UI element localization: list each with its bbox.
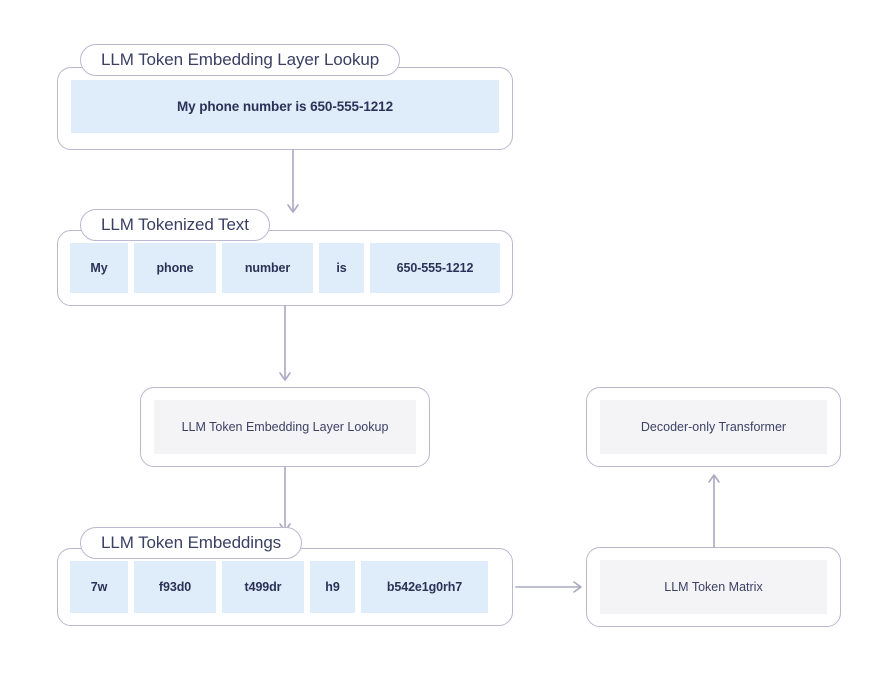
connector-embeddings-to-matrix: [515, 581, 582, 593]
token-chip[interactable]: 650-555-1212: [370, 243, 500, 293]
token-chip[interactable]: is: [319, 243, 364, 293]
token-chip[interactable]: number: [222, 243, 313, 293]
embedding-chip[interactable]: h9: [310, 561, 355, 613]
group-label-input-text: LLM Token Embedding Layer Lookup: [80, 44, 401, 76]
llm-token-matrix-label: LLM Token Matrix: [664, 580, 763, 594]
chip-row-tokenized-text: My phone number is 650-555-1212: [70, 243, 500, 293]
panel-decoder-only-transformer: Decoder-only Transformer: [600, 400, 827, 454]
input-text-value: My phone number is 650-555-1212: [177, 99, 393, 114]
embedding-lookup-label: LLM Token Embedding Layer Lookup: [181, 420, 389, 434]
chip-row-token-embeddings: 7w f93d0 t499dr h9 b542e1g0rh7: [70, 561, 500, 613]
panel-llm-token-matrix: LLM Token Matrix: [600, 560, 827, 614]
connector-input-to-tokenized: [287, 149, 299, 213]
group-label-token-embeddings: LLM Token Embeddings: [80, 527, 303, 559]
group-label-tokenized-text: LLM Tokenized Text: [80, 209, 270, 241]
connector-tokenized-to-lookup: [279, 305, 291, 381]
embedding-chip[interactable]: t499dr: [222, 561, 304, 613]
token-chip[interactable]: phone: [134, 243, 216, 293]
panel-input-text: My phone number is 650-555-1212: [71, 80, 499, 133]
panel-embedding-lookup: LLM Token Embedding Layer Lookup: [154, 400, 416, 454]
embedding-chip[interactable]: 7w: [70, 561, 128, 613]
embedding-chip[interactable]: b542e1g0rh7: [361, 561, 488, 613]
connector-matrix-to-decoder: [708, 474, 720, 548]
token-chip[interactable]: My: [70, 243, 128, 293]
decoder-only-transformer-label: Decoder-only Transformer: [640, 420, 787, 434]
embedding-chip[interactable]: f93d0: [134, 561, 216, 613]
